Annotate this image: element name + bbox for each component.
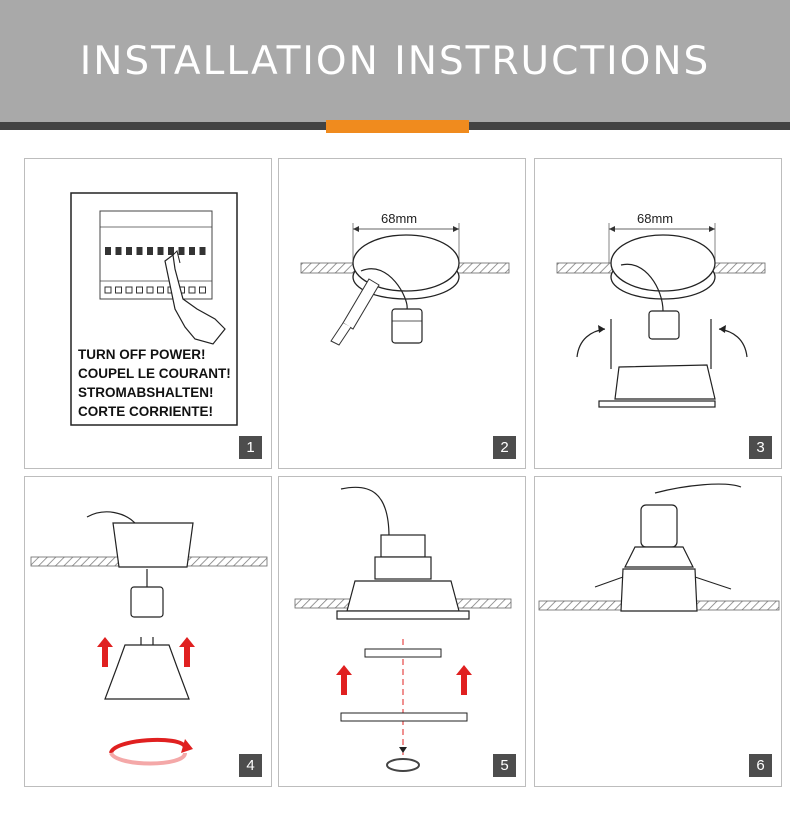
step-5-panel: 5 — [278, 476, 526, 787]
warning-line: TURN OFF POWER! — [78, 347, 206, 362]
breaker-terminal — [199, 286, 206, 294]
step-number-badge: 4 — [239, 754, 262, 777]
breaker-terminal — [157, 286, 164, 294]
breaker-terminal — [104, 286, 112, 294]
breaker-terminal — [115, 286, 122, 294]
step-5-illustration — [294, 486, 512, 772]
breaker-switch — [136, 247, 143, 255]
breaker-switch — [168, 247, 174, 255]
breaker-terminal — [146, 286, 154, 294]
step-number-badge: 6 — [749, 754, 772, 777]
breaker-switch — [147, 247, 153, 255]
breaker-terminal — [188, 286, 196, 294]
breaker-switch — [115, 247, 122, 255]
header-banner: INSTALLATION INSTRUCTIONS — [0, 0, 790, 122]
step-2-panel: 68mm 2 — [278, 158, 526, 469]
step-3-illustration — [556, 223, 766, 408]
breaker-terminal — [125, 286, 133, 294]
page-title: INSTALLATION INSTRUCTIONS — [79, 39, 711, 84]
step-4-illustration — [30, 511, 268, 766]
step-1-illustration — [70, 192, 238, 426]
step-6-illustration — [538, 483, 780, 612]
power-warning-text: TURN OFF POWER! COUPEL LE COURANT! STROM… — [78, 345, 231, 421]
breaker-terminal — [136, 286, 143, 294]
step-1-panel: TURN OFF POWER! COUPEL LE COURANT! STROM… — [24, 158, 272, 469]
breaker-switch — [199, 247, 206, 255]
breaker-switch — [189, 247, 195, 255]
header-accent-bar — [326, 120, 469, 133]
step-6-panel: 6 — [534, 476, 782, 787]
step-number-badge: 2 — [493, 436, 516, 459]
breaker-switch — [178, 247, 185, 255]
step-2-illustration — [300, 223, 510, 346]
step-4-panel: 4 — [24, 476, 272, 787]
step-number-badge: 5 — [493, 754, 516, 777]
warning-line: STROMABSHALTEN! — [78, 385, 214, 400]
hole-dimension-label: 68mm — [637, 211, 674, 226]
warning-line: CORTE CORRIENTE! — [78, 404, 213, 419]
step-number-badge: 3 — [749, 436, 772, 459]
breaker-switch — [157, 247, 164, 255]
hole-dimension-label: 68mm — [381, 211, 418, 226]
step-3-panel: 68mm 3 — [534, 158, 782, 469]
warning-line: COUPEL LE COURANT! — [78, 366, 231, 381]
breaker-switch — [105, 247, 111, 255]
breaker-switch — [126, 247, 132, 255]
step-number-badge: 1 — [239, 436, 262, 459]
